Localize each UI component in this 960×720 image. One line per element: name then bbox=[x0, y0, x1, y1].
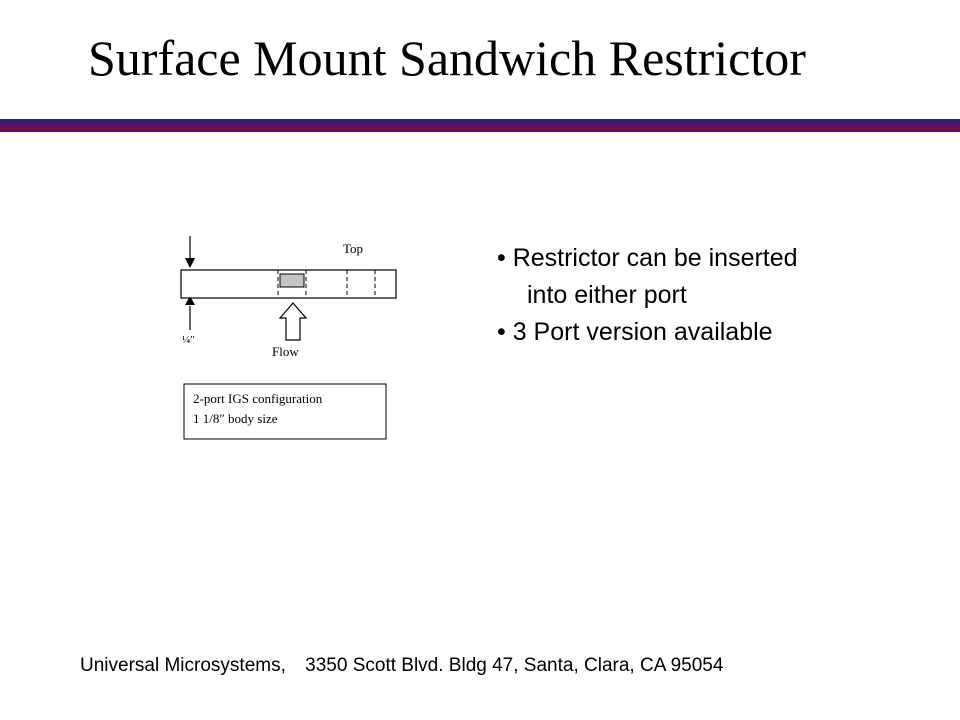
bullet-item: • 3 Port version available bbox=[497, 318, 773, 346]
title-divider-band bbox=[0, 122, 960, 127]
config-line-1: 2-port IGS configuration bbox=[193, 391, 323, 406]
dimension-label: ¼″ bbox=[182, 334, 195, 346]
flow-label: Flow bbox=[272, 344, 299, 359]
footer-address: 3350 Scott Blvd. Bldg 47, Santa, Clara, … bbox=[305, 655, 724, 676]
dimension-arrow-bottom bbox=[185, 296, 195, 330]
bullet-item: • Restrictor can be inserted bbox=[497, 244, 798, 272]
config-line-2: 1 1/8″ body size bbox=[193, 411, 278, 426]
footer-company: Universal Microsystems, bbox=[80, 655, 286, 676]
title-divider-band bbox=[0, 119, 960, 122]
footer: Universal Microsystems, 3350 Scott Blvd.… bbox=[80, 655, 737, 677]
config-box bbox=[183, 383, 387, 440]
title-divider-band bbox=[0, 127, 960, 130]
bullet-item-continuation: into either port bbox=[527, 281, 687, 309]
bullet-list: • Restrictor can be inserted into either… bbox=[497, 240, 798, 351]
slide-title: Surface Mount Sandwich Restrictor bbox=[88, 30, 806, 86]
dimension-arrow-top bbox=[185, 236, 195, 268]
flow-arrow-icon bbox=[278, 302, 308, 341]
top-label: Top bbox=[343, 241, 363, 256]
title-divider-band bbox=[0, 130, 960, 132]
restrictor-element bbox=[279, 273, 305, 288]
